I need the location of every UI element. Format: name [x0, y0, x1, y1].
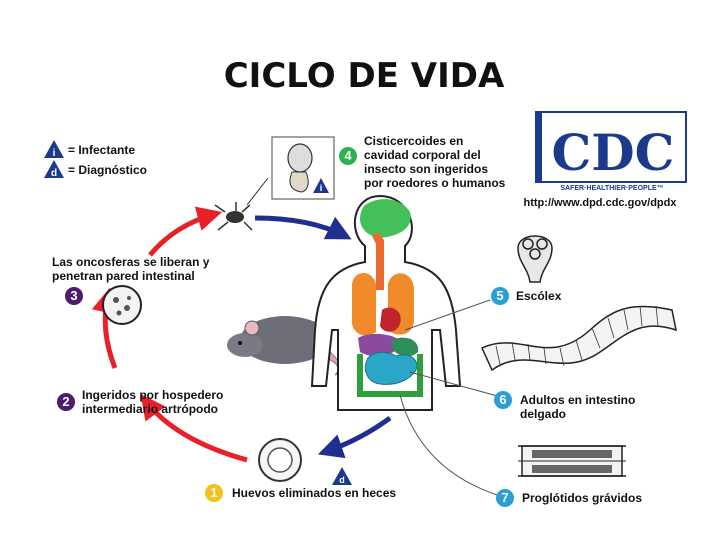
pointer-scolex — [404, 299, 491, 331]
stage-5: 5 Escólex — [491, 287, 562, 305]
stage-6: 6 Adultos en intestino delgado — [494, 391, 635, 421]
egg: d — [258, 438, 352, 485]
stage-5-badge — [491, 287, 509, 305]
stage-4: 4 Cisticercoides en cavidad corporal del… — [339, 134, 506, 190]
arrow-1-to-2 — [140, 394, 248, 463]
stage-7: 7 Proglótidos grávidos — [496, 489, 642, 507]
stage-2-label-line-2: intermediario artrópodo — [82, 402, 218, 416]
infectante-label: = Infectante — [68, 143, 135, 157]
stage-5-label-line-1: Escólex — [516, 289, 562, 303]
human-liver — [358, 333, 402, 357]
stage-3-badge — [65, 287, 83, 305]
cdc-logo-text: CDC — [552, 123, 675, 182]
cysticercoid-infectante-icon — [313, 178, 329, 193]
pointer-proglottid — [399, 394, 501, 497]
gravid-proglottids — [518, 445, 626, 477]
stage-7-number: 7 — [501, 490, 508, 505]
cdc-logo-bar — [536, 112, 542, 182]
human-host — [310, 194, 462, 411]
tapeworm-segments — [495, 305, 659, 367]
cycle-arrows-blue — [254, 215, 392, 459]
rat-ear — [244, 320, 260, 336]
diagnostico-label: = Diagnóstico — [68, 163, 147, 177]
oncosphere-body — [102, 285, 142, 325]
stage-4-number: 4 — [344, 148, 352, 163]
stage-5-number: 5 — [496, 288, 503, 303]
rat-body — [240, 316, 330, 364]
stage-4-label-line-2: cavidad corporal del — [364, 148, 481, 162]
human-stomach — [392, 337, 419, 357]
diagnostico-triangle-icon — [44, 160, 64, 178]
rat-host — [227, 316, 342, 376]
egg-marker: d — [339, 475, 345, 485]
cysticercoid-head — [287, 143, 313, 173]
stage-3-label-line-1: Las oncosferas se liberan y — [52, 255, 210, 269]
stage-6-number: 6 — [499, 392, 506, 407]
infectante-legend: i = Infectante — [44, 140, 135, 159]
human-large-intestine — [357, 354, 423, 397]
cysticercoid-inset: i — [271, 136, 335, 200]
stage-7-label-line-1: Proglótidos grávidos — [522, 491, 642, 505]
human-small-intestine — [364, 351, 418, 385]
stage-1-number: 1 — [210, 485, 217, 500]
stage-3-number: 3 — [70, 288, 77, 303]
stage-4-badge — [339, 147, 357, 165]
egg-embryo — [267, 447, 293, 473]
infectante-marker: i — [53, 148, 56, 159]
cdc-tagline: SAFER·HEALTHIER·PEOPLE™ — [560, 185, 663, 192]
arrow-human-to-egg — [317, 415, 392, 459]
stage-2-label-line-1: Ingeridos por hospedero — [82, 388, 223, 402]
stage-2-number: 2 — [62, 394, 69, 409]
human-esophagus — [372, 232, 384, 290]
pointer-adult — [409, 371, 513, 401]
stage-2: 2 Ingeridos por hospedero intermediario … — [57, 388, 223, 416]
stage-1: 1 Huevos eliminados en heces — [205, 484, 396, 502]
pointer-lines — [399, 299, 513, 497]
cycle-arrows-red — [91, 206, 248, 463]
cdc-logo-frame — [535, 111, 687, 183]
arrow-insect-to-human — [254, 215, 352, 240]
cdc-url: http://www.dpd.cdc.gov/dpdx — [524, 197, 678, 209]
cdc-logo: CDC SAFER·HEALTHIER·PEOPLE™ http://www.d… — [524, 111, 687, 209]
rat-head — [227, 333, 263, 357]
egg-diagnostico-icon — [332, 467, 352, 485]
proglottid-eggs-bottom — [532, 465, 612, 473]
human-brain — [359, 199, 411, 238]
stage-3-label-line-2: penetran pared intestinal — [52, 269, 195, 283]
diagnostico-legend: d = Diagnóstico — [44, 160, 147, 179]
human-left-lung — [351, 272, 376, 336]
stage-1-badge — [205, 484, 223, 502]
scolex — [517, 235, 553, 283]
stage-6-badge — [494, 391, 512, 409]
human-heart — [380, 307, 401, 332]
diagnostico-marker: d — [51, 168, 57, 179]
insect-body — [226, 211, 244, 223]
proglottid-eggs-top — [532, 450, 612, 458]
infectante-triangle-icon — [44, 140, 64, 158]
page-title: CICLO DE VIDA — [223, 56, 505, 96]
stage-2-badge — [57, 393, 75, 411]
insect-host — [214, 177, 269, 231]
stage-4-label-line-3: insecto son ingeridos — [364, 162, 488, 176]
stage-6-label-line-2: delgado — [520, 407, 566, 421]
tapeworm-body — [481, 305, 677, 372]
stage-7-badge — [496, 489, 514, 507]
stage-4-label-line-1: Cisticercoides en — [364, 134, 463, 148]
stage-6-label-line-1: Adultos en intestino — [520, 393, 635, 407]
legend: i = Infectante d = Diagnóstico — [44, 140, 147, 179]
stage-3: Las oncosferas se liberan y penetran par… — [52, 255, 210, 305]
arrow-3-to-insect — [148, 206, 223, 257]
stage-4-label-line-4: por roedores o humanos — [364, 176, 506, 190]
stage-1-label-line-1: Huevos eliminados en heces — [232, 486, 396, 500]
oncosphere — [102, 285, 142, 325]
cysticercoid-tail — [289, 171, 309, 193]
cysticercoid-marker: i — [320, 183, 323, 193]
adult-tapeworm — [481, 305, 677, 372]
